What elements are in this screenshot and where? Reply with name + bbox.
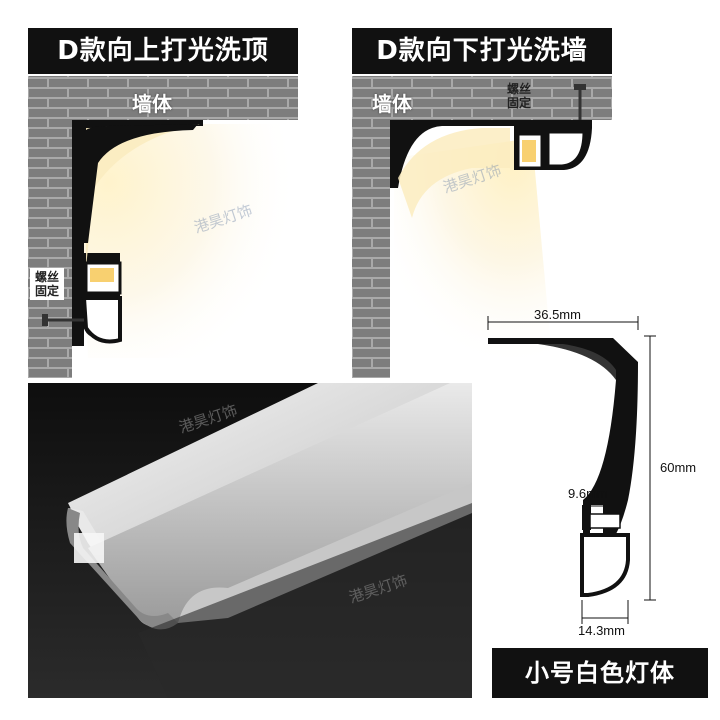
uplight-wall-label: 墙体 (132, 92, 172, 116)
dim-width-bottom: 14.3mm (578, 623, 625, 638)
uplight-title: D款向上打光洗顶 (28, 28, 298, 74)
downlight-title: D款向下打光洗墙 (352, 28, 612, 74)
uplight-screw-label: 螺丝固定 (30, 268, 64, 300)
ceiling-wall (28, 76, 298, 120)
side-wall (28, 120, 72, 378)
downlight-screw-label: 螺丝固定 (506, 82, 531, 110)
panel-uplight: D款向上打光洗顶 墙体 螺丝固定 港昊灯饰 (28, 28, 298, 378)
dimension-svg (487, 316, 656, 624)
downlight-illustration (352, 76, 612, 378)
dim-height: 60mm (660, 460, 697, 475)
product-photo-render (28, 383, 472, 698)
profile-cross-section (488, 338, 638, 550)
dimension-drawing: 36.5mm 60mm 9.6mm 14.3mm (478, 300, 720, 640)
side-wall-b (352, 120, 390, 378)
dim-width-top: 36.5mm (534, 307, 581, 322)
uplight-illustration (28, 76, 298, 378)
dim-slot: 9.6mm (568, 486, 608, 501)
downlight-wall-label: 墙体 (372, 92, 412, 116)
panel-downlight: D款向下打光洗墙 墙体 螺丝固定 港昊灯饰 (352, 28, 612, 378)
ceiling-wall-b (352, 76, 612, 120)
caption-banner: 小号白色灯体 (492, 648, 708, 698)
product-photo: 港昊灯饰 港昊灯饰 (28, 383, 472, 698)
